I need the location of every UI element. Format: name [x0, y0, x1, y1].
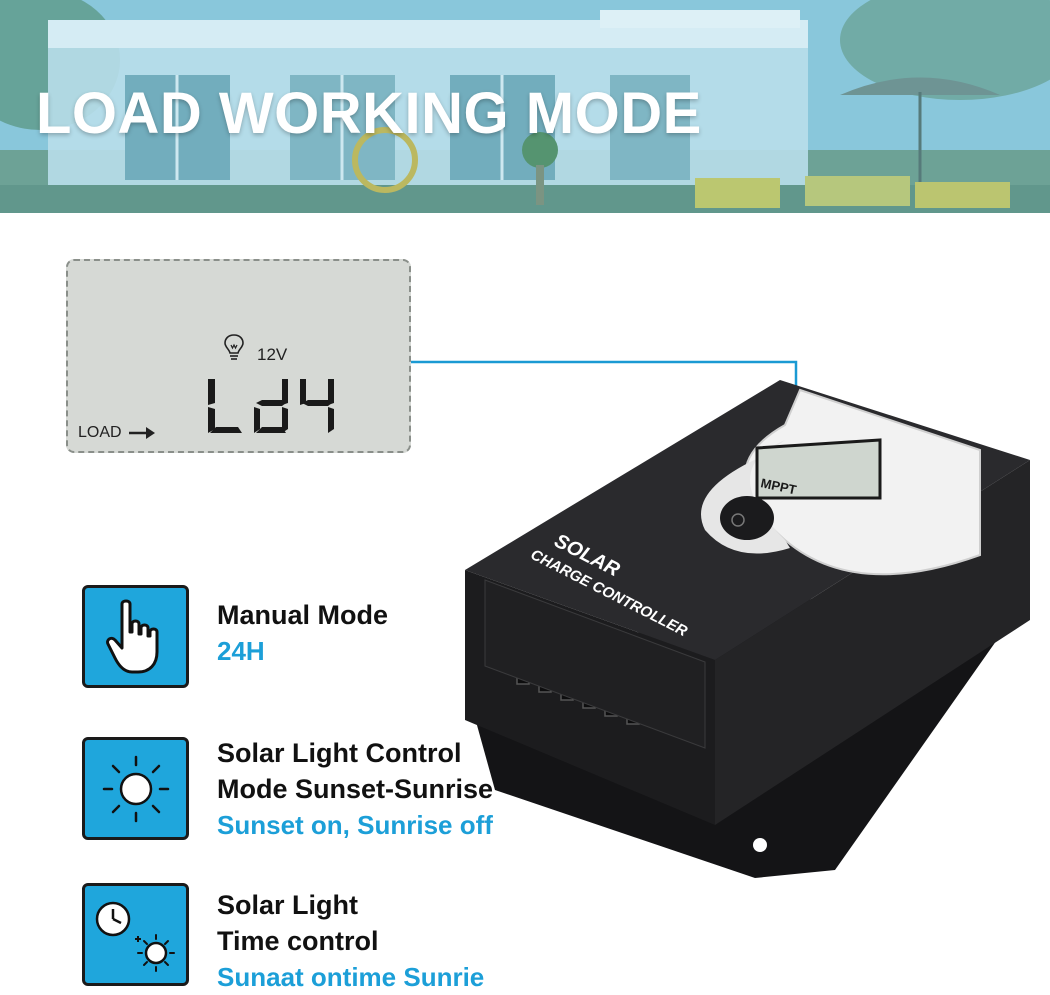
- lcd-mode-code-segments: [208, 379, 334, 433]
- page-title: LOAD WORKING MODE: [36, 81, 702, 146]
- lcd-load-indicator: LOAD: [78, 424, 156, 442]
- feature-title: Solar Light: [217, 890, 358, 920]
- feature-title: Time control: [217, 926, 379, 956]
- light-bulb-icon: [224, 334, 244, 360]
- feature-subtitle: 24H: [217, 636, 265, 666]
- device-badge: MPPT: [759, 475, 797, 497]
- charge-controller-device: MPPT SOLAR CHARGE CONTROLLER: [465, 380, 1030, 878]
- feature-title: Manual Mode: [217, 600, 389, 630]
- feature-text-time-control: Solar Light Time control Sunaat ontime S…: [217, 887, 484, 995]
- header-banner: LOAD WORKING MODE: [0, 0, 1050, 213]
- arrow-right-icon: [128, 427, 155, 439]
- sun-icon: [102, 755, 169, 822]
- feature-title: Mode Sunset-Sunrise: [217, 774, 494, 804]
- feature-subtitle: Sunaat ontime Sunrie: [217, 962, 485, 992]
- hand-pointer-icon: [105, 599, 158, 673]
- lcd-zoom-panel: 12V LOAD: [66, 259, 411, 453]
- feature-icon-time-control: [82, 883, 189, 986]
- feature-title: Solar Light Control: [217, 738, 462, 768]
- feature-text-solar-light: Solar Light Control Mode Sunset-Sunrise …: [217, 735, 493, 843]
- feature-icon-solar-light: [82, 737, 189, 840]
- lcd-voltage-readout: 12V: [257, 345, 288, 364]
- feature-subtitle: Sunset on, Sunrise off: [217, 810, 493, 840]
- lcd-load-label: LOAD: [78, 424, 122, 441]
- clock-sun-icon: [95, 901, 175, 972]
- feature-text-manual: Manual Mode 24H: [217, 597, 388, 669]
- banner-house-photo: [0, 0, 1050, 213]
- feature-icon-manual: [82, 585, 189, 688]
